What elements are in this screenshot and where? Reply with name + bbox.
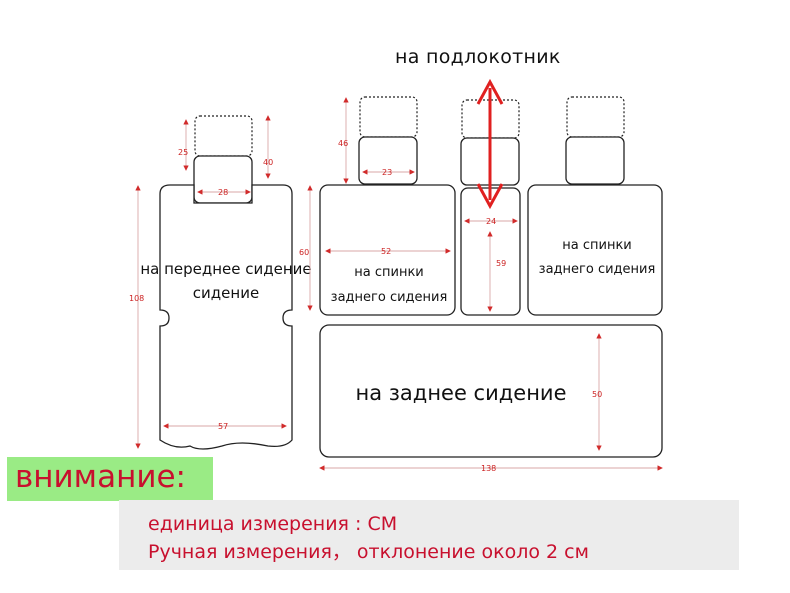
dim-front-headrest-width: 28 — [218, 188, 228, 197]
front-seat-label: на переднее сидение — [140, 260, 311, 278]
back-left-label: на спинки — [354, 265, 424, 280]
front-seat-piece: на переднее сидение сидение — [140, 115, 312, 450]
back-right-label: на спинки — [562, 238, 632, 253]
note-deviation: Ручная измерения， отклонение около 2 см — [148, 541, 589, 563]
rear-seat-label: на заднее сидение — [355, 381, 566, 405]
dim-front-headrest-total: 40 — [263, 158, 273, 167]
dim-front-headrest-height: 25 — [178, 148, 188, 157]
front-seat-label-2: сидение — [193, 284, 259, 302]
dim-rear-headrest-width: 23 — [382, 168, 392, 177]
dim-armrest-height: 59 — [496, 259, 506, 268]
dim-front-height: 108 — [129, 294, 144, 303]
dim-rear-headrest-height: 46 — [338, 139, 348, 148]
armrest-arrow — [476, 78, 504, 210]
dim-front-width: 57 — [218, 422, 228, 431]
rear-seat-dimensions: 50 138 — [319, 333, 663, 473]
attention-banner: внимание: — [7, 457, 213, 501]
back-right-piece: на спинки заднего сидения — [527, 184, 663, 316]
dim-rear-seat-height: 50 — [592, 390, 602, 399]
attention-heading: внимание: — [15, 459, 186, 495]
rear-headrest-dimensions: 46 23 — [338, 97, 415, 184]
rear-headrest-right — [565, 96, 625, 185]
measurement-note: единица измерения : CM Ручная измерения，… — [119, 500, 739, 570]
armrest-title: на подлокотник — [395, 46, 561, 68]
dim-back-width: 52 — [381, 247, 391, 256]
rear-seat-piece: на заднее сидение — [319, 324, 663, 458]
back-right-label-2: заднего сидения — [539, 262, 656, 277]
back-dimensions: 52 24 59 — [325, 217, 518, 312]
dim-front-seat-height: 60 — [299, 248, 309, 257]
note-unit: единица измерения : CM — [148, 513, 398, 535]
dim-rear-seat-width: 138 — [481, 464, 496, 473]
back-left-label-2: заднего сидения — [331, 290, 448, 305]
front-dimensions: 25 40 28 108 60 57 — [129, 115, 313, 449]
dim-armrest-width: 24 — [486, 217, 496, 226]
